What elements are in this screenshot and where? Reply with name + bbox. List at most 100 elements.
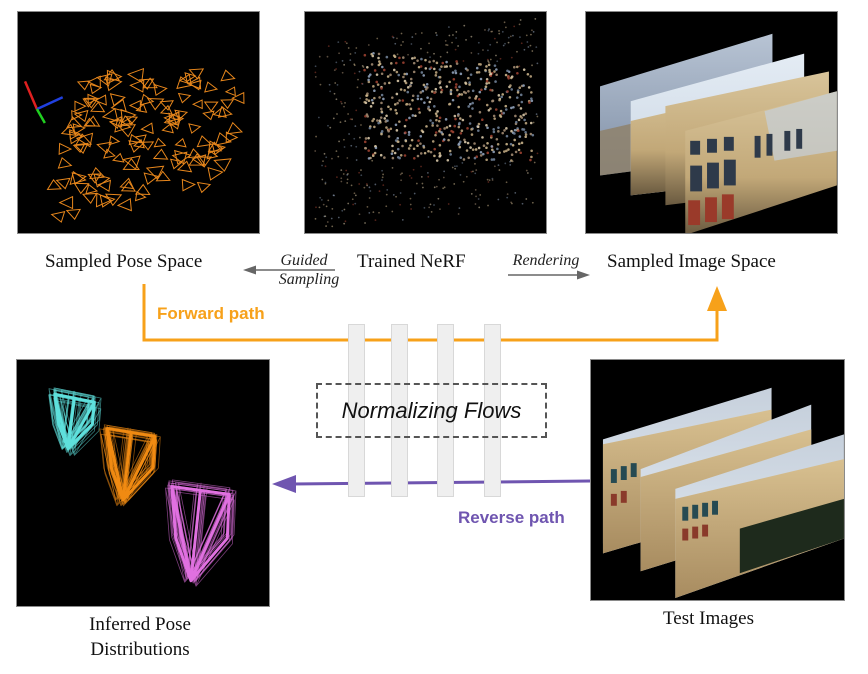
point	[340, 177, 343, 180]
point	[485, 103, 489, 107]
point	[483, 87, 487, 91]
camera-frustum	[72, 143, 86, 153]
point	[494, 108, 498, 111]
camera-frustum	[166, 117, 182, 130]
point	[318, 206, 321, 209]
point	[402, 61, 405, 64]
point	[505, 127, 508, 130]
point	[374, 219, 377, 222]
point	[353, 72, 356, 75]
point	[516, 91, 520, 94]
point	[447, 203, 450, 205]
point	[520, 116, 524, 119]
camera-frustum	[231, 91, 245, 105]
point	[365, 98, 368, 101]
point	[481, 152, 485, 156]
point	[427, 149, 430, 153]
point	[371, 101, 375, 105]
point	[401, 99, 405, 102]
point	[365, 94, 368, 97]
point	[439, 154, 442, 157]
point	[494, 80, 497, 83]
inferred-pose-caption: Inferred Pose Distributions	[40, 612, 240, 662]
point	[514, 120, 518, 124]
camera-frustum	[110, 98, 127, 113]
point	[331, 208, 334, 210]
point	[475, 169, 478, 171]
point	[346, 157, 349, 159]
point	[391, 156, 395, 160]
point	[346, 182, 349, 184]
point	[428, 60, 431, 64]
point	[427, 216, 430, 218]
camera-frustum	[112, 152, 125, 163]
point	[513, 138, 516, 142]
point	[514, 150, 518, 154]
point	[454, 48, 457, 51]
point	[419, 152, 423, 155]
point	[438, 81, 441, 85]
point	[520, 100, 524, 104]
camera-frustum	[58, 195, 74, 210]
point	[422, 83, 426, 87]
point	[441, 61, 445, 65]
point	[317, 116, 320, 119]
point	[465, 38, 467, 41]
point	[497, 126, 500, 129]
sampled-image-space-image	[585, 11, 838, 234]
point	[531, 133, 535, 137]
camera-frustum	[178, 73, 192, 85]
point	[331, 157, 333, 160]
camera-frustum	[132, 138, 145, 149]
flow-layer-1-front	[348, 324, 365, 497]
camera-frustum	[89, 166, 106, 180]
point	[430, 90, 434, 93]
point	[505, 181, 508, 184]
point	[327, 199, 330, 202]
point	[438, 116, 442, 120]
point	[469, 102, 472, 106]
point	[385, 126, 388, 129]
point	[371, 154, 375, 157]
point	[493, 70, 496, 73]
point	[382, 173, 384, 176]
point	[525, 34, 528, 37]
point	[366, 184, 369, 187]
point	[504, 42, 506, 45]
point	[409, 144, 412, 147]
point	[395, 92, 399, 96]
point	[478, 110, 482, 114]
point	[360, 124, 362, 126]
point	[411, 99, 414, 102]
point	[431, 124, 434, 127]
point	[507, 148, 510, 151]
point	[471, 89, 475, 93]
pink-frustum-sample	[175, 487, 234, 583]
point	[474, 188, 477, 191]
point	[519, 107, 523, 110]
point	[353, 137, 356, 140]
point	[497, 164, 500, 167]
rendering-arrowhead	[577, 270, 590, 280]
point	[479, 154, 483, 157]
point	[449, 153, 452, 156]
point	[505, 134, 509, 138]
point	[415, 182, 418, 185]
point	[336, 83, 339, 86]
camera-frustum	[122, 157, 140, 170]
point	[413, 56, 416, 60]
point	[524, 135, 527, 139]
point	[397, 73, 401, 77]
point	[363, 53, 367, 57]
point	[470, 170, 473, 173]
point	[385, 114, 388, 118]
point	[428, 67, 432, 71]
point	[475, 155, 479, 158]
point	[522, 68, 526, 71]
point	[491, 148, 494, 152]
camera-frustum	[108, 119, 122, 129]
point	[363, 68, 366, 72]
point	[368, 211, 371, 214]
point	[472, 170, 474, 173]
camera-frustum	[128, 133, 143, 146]
